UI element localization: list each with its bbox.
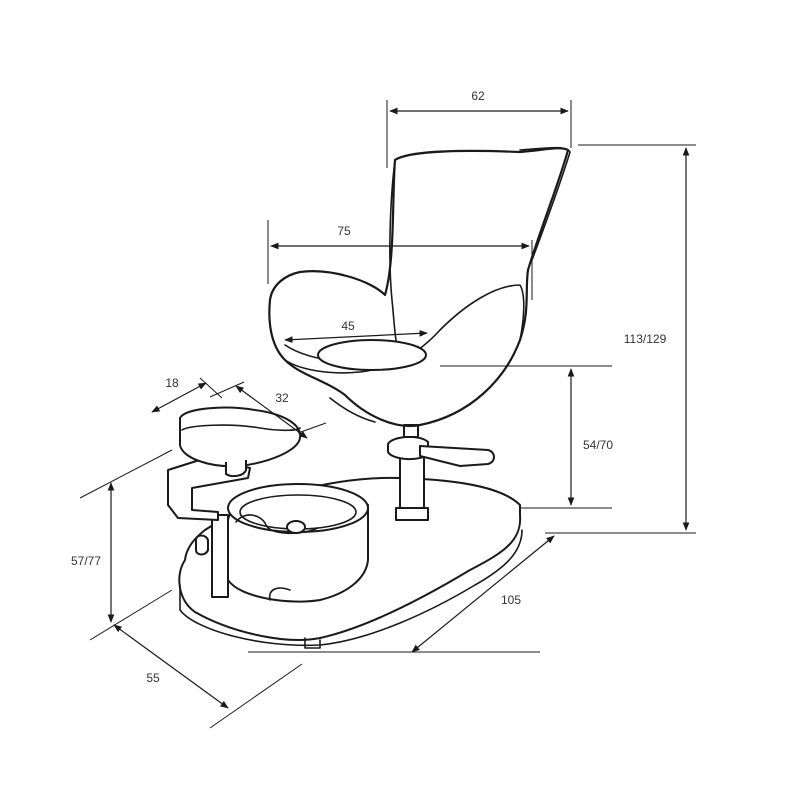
dim-footrest-height: 57/77: [71, 449, 173, 641]
svg-text:57/77: 57/77: [71, 554, 101, 568]
dim-seat-height: 54/70: [440, 365, 613, 509]
svg-text:45: 45: [341, 319, 355, 333]
svg-text:75: 75: [337, 224, 351, 238]
egg-chair: [268, 146, 571, 428]
dim-seat-width: 45: [284, 319, 428, 343]
svg-text:62: 62: [471, 89, 485, 103]
dim-footrest-width: 32: [209, 381, 327, 439]
svg-text:105: 105: [501, 593, 521, 607]
svg-text:54/70: 54/70: [583, 438, 613, 452]
svg-text:32: 32: [275, 391, 289, 405]
dim-base-length: 105: [248, 535, 555, 653]
dim-base-width: 55: [113, 624, 303, 729]
dim-chair-width-top: 62: [386, 89, 572, 168]
chair-pedestal: [387, 424, 495, 521]
foot-basin: [227, 483, 369, 603]
dim-total-height: 113/129: [545, 144, 696, 534]
svg-text:55: 55: [146, 671, 160, 685]
svg-text:18: 18: [165, 376, 179, 390]
svg-text:113/129: 113/129: [624, 332, 667, 346]
dim-footrest-depth: 18: [151, 376, 223, 413]
dim-chair-width-arms: 75: [267, 220, 533, 300]
